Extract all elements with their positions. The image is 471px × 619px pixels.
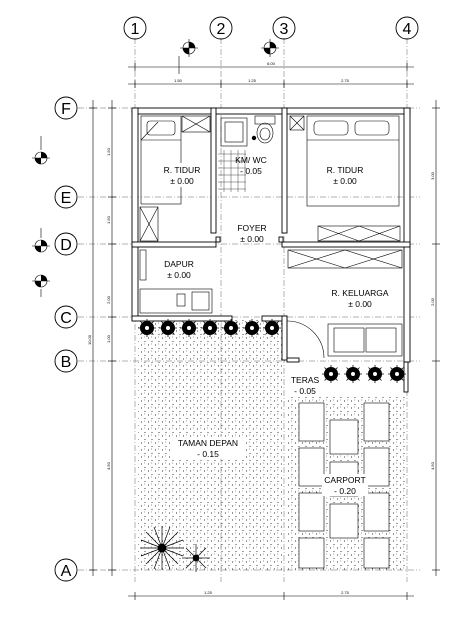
svg-text:- 0.20: - 0.20 xyxy=(334,486,356,496)
svg-text:4.50: 4.50 xyxy=(430,461,435,470)
svg-text:3: 3 xyxy=(280,21,289,38)
svg-text:R. TIDUR: R. TIDUR xyxy=(164,165,201,175)
room-label-keluarga: R. KELUARGA ± 0.00 xyxy=(331,288,388,309)
room-label-bed-right: R. TIDUR ± 0.00 xyxy=(320,163,370,187)
row-bubble-f: F xyxy=(54,96,78,120)
section-marker-top-right xyxy=(261,39,279,57)
svg-text:R. KELUARGA: R. KELUARGA xyxy=(331,288,388,298)
row-bubble-d: D xyxy=(54,232,78,256)
svg-text:- 0.05: - 0.05 xyxy=(294,386,316,396)
dimension-bottom: 1.25 2.75 xyxy=(128,590,414,600)
column-bubble-2: 2 xyxy=(209,16,233,40)
svg-text:B: B xyxy=(61,354,72,371)
wardrobe-left xyxy=(181,115,211,133)
wardrobe-right xyxy=(317,225,401,242)
svg-text:± 0.00: ± 0.00 xyxy=(333,176,357,186)
bed-right xyxy=(306,115,400,207)
svg-text:1.50: 1.50 xyxy=(106,215,111,224)
svg-text:6.00: 6.00 xyxy=(267,61,276,66)
room-label-bed-left: R. TIDUR ± 0.00 xyxy=(158,163,208,187)
room-label-carport: CARPORT - 0.20 xyxy=(322,474,368,496)
svg-text:1.25: 1.25 xyxy=(248,78,257,83)
svg-text:DAPUR: DAPUR xyxy=(164,259,194,269)
column-bubble-1: 1 xyxy=(123,16,147,40)
svg-text:CARPORT: CARPORT xyxy=(324,475,365,485)
section-marker-left-1 xyxy=(32,136,50,165)
nightstand-right xyxy=(289,115,305,131)
svg-text:- 0.05: - 0.05 xyxy=(240,166,262,176)
row-bubble-b: B xyxy=(54,349,78,373)
tree-small xyxy=(182,544,210,572)
svg-text:± 0.00: ± 0.00 xyxy=(240,234,264,244)
room-label-dapur: DAPUR ± 0.00 xyxy=(164,259,194,280)
svg-text:E: E xyxy=(61,190,72,207)
svg-text:± 0.00: ± 0.00 xyxy=(170,176,194,186)
shelf-family-room xyxy=(287,249,403,269)
section-marker-left-2 xyxy=(32,228,50,253)
svg-text:TERAS: TERAS xyxy=(291,375,320,385)
dimension-right: 3.00 2.00 4.50 xyxy=(430,100,440,576)
svg-text:10.00: 10.00 xyxy=(87,334,92,345)
toilet-icon xyxy=(254,115,276,144)
door-swing-teras xyxy=(286,320,325,359)
svg-text:1.00: 1.00 xyxy=(106,334,111,343)
column-bubble-4: 4 xyxy=(395,16,419,40)
svg-text:R. TIDUR: R. TIDUR xyxy=(327,165,364,175)
svg-text:A: A xyxy=(61,563,72,580)
svg-text:1.50: 1.50 xyxy=(106,147,111,156)
svg-text:4: 4 xyxy=(403,21,412,38)
svg-text:2.75: 2.75 xyxy=(341,78,350,83)
svg-text:1.50: 1.50 xyxy=(174,78,183,83)
svg-text:- 0.15: - 0.15 xyxy=(197,449,219,459)
floor-drain-icon xyxy=(251,135,257,141)
carport-paving-slabs xyxy=(298,402,390,569)
svg-text:2.75: 2.75 xyxy=(341,590,350,595)
svg-text:2.00: 2.00 xyxy=(430,297,435,306)
svg-text:± 0.00: ± 0.00 xyxy=(348,299,372,309)
svg-text:F: F xyxy=(61,101,71,118)
dimension-top-total: 6.00 xyxy=(128,61,414,71)
plant-row-carport xyxy=(321,364,407,384)
dimension-left: 10.00 1.50 1.50 2.00 1.00 4.50 xyxy=(87,100,116,576)
svg-text:4.50: 4.50 xyxy=(106,461,111,470)
shower-area xyxy=(220,117,248,147)
section-marker-top-left xyxy=(178,39,198,74)
walls xyxy=(131,107,411,393)
column-bubble-3: 3 xyxy=(272,16,296,40)
bathroom-floor-tiles xyxy=(218,150,246,192)
svg-text:± 0.00: ± 0.00 xyxy=(167,270,191,280)
svg-text:FOYER: FOYER xyxy=(237,223,266,233)
svg-text:C: C xyxy=(60,310,72,327)
svg-text:D: D xyxy=(60,237,72,254)
svg-text:3.00: 3.00 xyxy=(430,171,435,180)
row-bubble-c: C xyxy=(54,305,78,329)
bed-left xyxy=(140,115,182,205)
door-foyer-marks xyxy=(215,236,284,243)
svg-text:2: 2 xyxy=(217,21,226,38)
sofa xyxy=(327,323,403,357)
svg-text:2.00: 2.00 xyxy=(106,295,111,304)
room-label-taman: TAMAN DEPAN - 0.15 xyxy=(170,437,246,459)
dimension-top-segments: 1.50 1.25 2.75 xyxy=(128,78,414,88)
cabinet-left xyxy=(139,206,159,242)
svg-text:TAMAN DEPAN: TAMAN DEPAN xyxy=(178,438,238,448)
svg-text:1.25: 1.25 xyxy=(204,590,213,595)
room-label-foyer: FOYER ± 0.00 xyxy=(237,223,266,244)
section-marker-left-3 xyxy=(32,274,50,297)
svg-text:1: 1 xyxy=(131,21,140,38)
row-bubble-e: E xyxy=(54,185,78,209)
kitchen-counter xyxy=(139,249,213,314)
row-bubble-a: A xyxy=(54,558,78,582)
room-label-kmwc: KM/ WC - 0.05 xyxy=(235,155,267,176)
svg-text:KM/ WC: KM/ WC xyxy=(235,155,267,165)
tree-large xyxy=(140,526,184,570)
room-label-teras: TERAS - 0.05 xyxy=(288,374,322,396)
